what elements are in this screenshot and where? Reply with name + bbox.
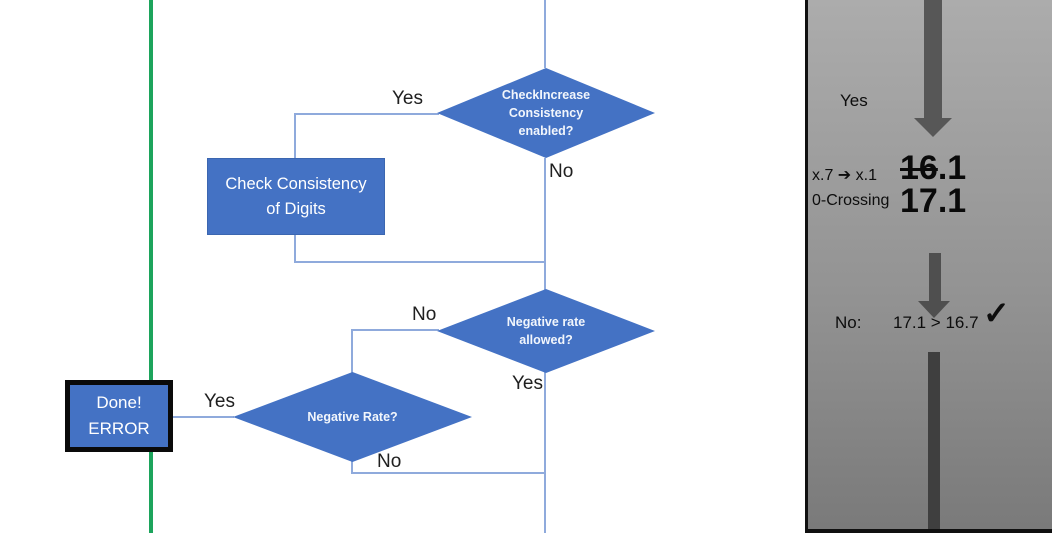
connector-no3-horizontal [351, 472, 546, 474]
new-value: 17.1 [900, 182, 967, 220]
old-value-struck: 16 [900, 149, 938, 187]
result-comparison: 17.1 > 16.7 [893, 313, 979, 332]
connector-yes1-vertical [294, 113, 296, 159]
connector-no2-vertical [351, 329, 353, 373]
connector-mid-vertical [544, 158, 546, 290]
edge-label-yes-1: Yes [392, 88, 423, 109]
terminator-text-line1: Done! [96, 392, 142, 412]
connector-process-return [294, 261, 546, 263]
connector-no2-horizontal [352, 329, 439, 331]
decision-text: Negative Rate? [307, 409, 398, 424]
edge-label-yes-2: Yes [512, 373, 543, 394]
decision-negative-rate-allowed: Negative rate allowed? [437, 289, 655, 373]
connector-process-down [294, 235, 296, 263]
edge-label-no-1: No [549, 161, 574, 182]
down-arrow-icon [928, 352, 940, 529]
mapping-line2: 0-Crossing [812, 192, 890, 209]
down-arrow-head-icon [914, 118, 952, 137]
connector-no3-vertical [351, 461, 353, 474]
terminator-text-line2: ERROR [88, 419, 150, 438]
mapping-line1: x.7 ➔ x.1 [812, 167, 877, 184]
process-text-line1: Check Consistency [225, 174, 367, 193]
decision-text: CheckIncrease Consistency enabled? [501, 87, 591, 139]
connector-bottom-vertical [544, 372, 546, 533]
panel-yes-label: Yes [840, 91, 868, 110]
down-arrow-head-icon [918, 301, 950, 318]
old-value: 16.1 [900, 149, 967, 187]
old-value-suffix: .1 [937, 149, 967, 187]
connector-yes3-horizontal [173, 416, 234, 418]
edge-label-yes-3: Yes [204, 391, 235, 412]
result-prefix: No: [835, 313, 862, 332]
decision-text: Negative rate allowed? [506, 314, 586, 347]
decision-negative-rate: Negative Rate? [233, 372, 472, 462]
panel-mapping-note: x.7 ➔ x.1 0-Crossing [812, 163, 889, 213]
decision-check-increase-consistency: CheckIncrease Consistency enabled? [437, 68, 655, 158]
side-panel: Yes x.7 ➔ x.1 0-Crossing 16.1 17.1 No: 1… [805, 0, 1052, 533]
down-arrow-icon [929, 253, 941, 301]
down-arrow-icon [924, 0, 942, 118]
connector-top-vertical [544, 0, 546, 68]
connector-yes1-horizontal [295, 113, 439, 115]
edge-label-no-3: No [377, 451, 402, 472]
process-check-consistency-of-digits: Check Consistency of Digits [207, 158, 385, 235]
edge-label-no-2: No [412, 304, 437, 325]
terminator-done-error: Done! ERROR [65, 380, 173, 452]
process-text-line2: of Digits [266, 199, 326, 218]
check-icon: ✓ [983, 295, 1010, 331]
green-vertical-line [149, 0, 153, 533]
